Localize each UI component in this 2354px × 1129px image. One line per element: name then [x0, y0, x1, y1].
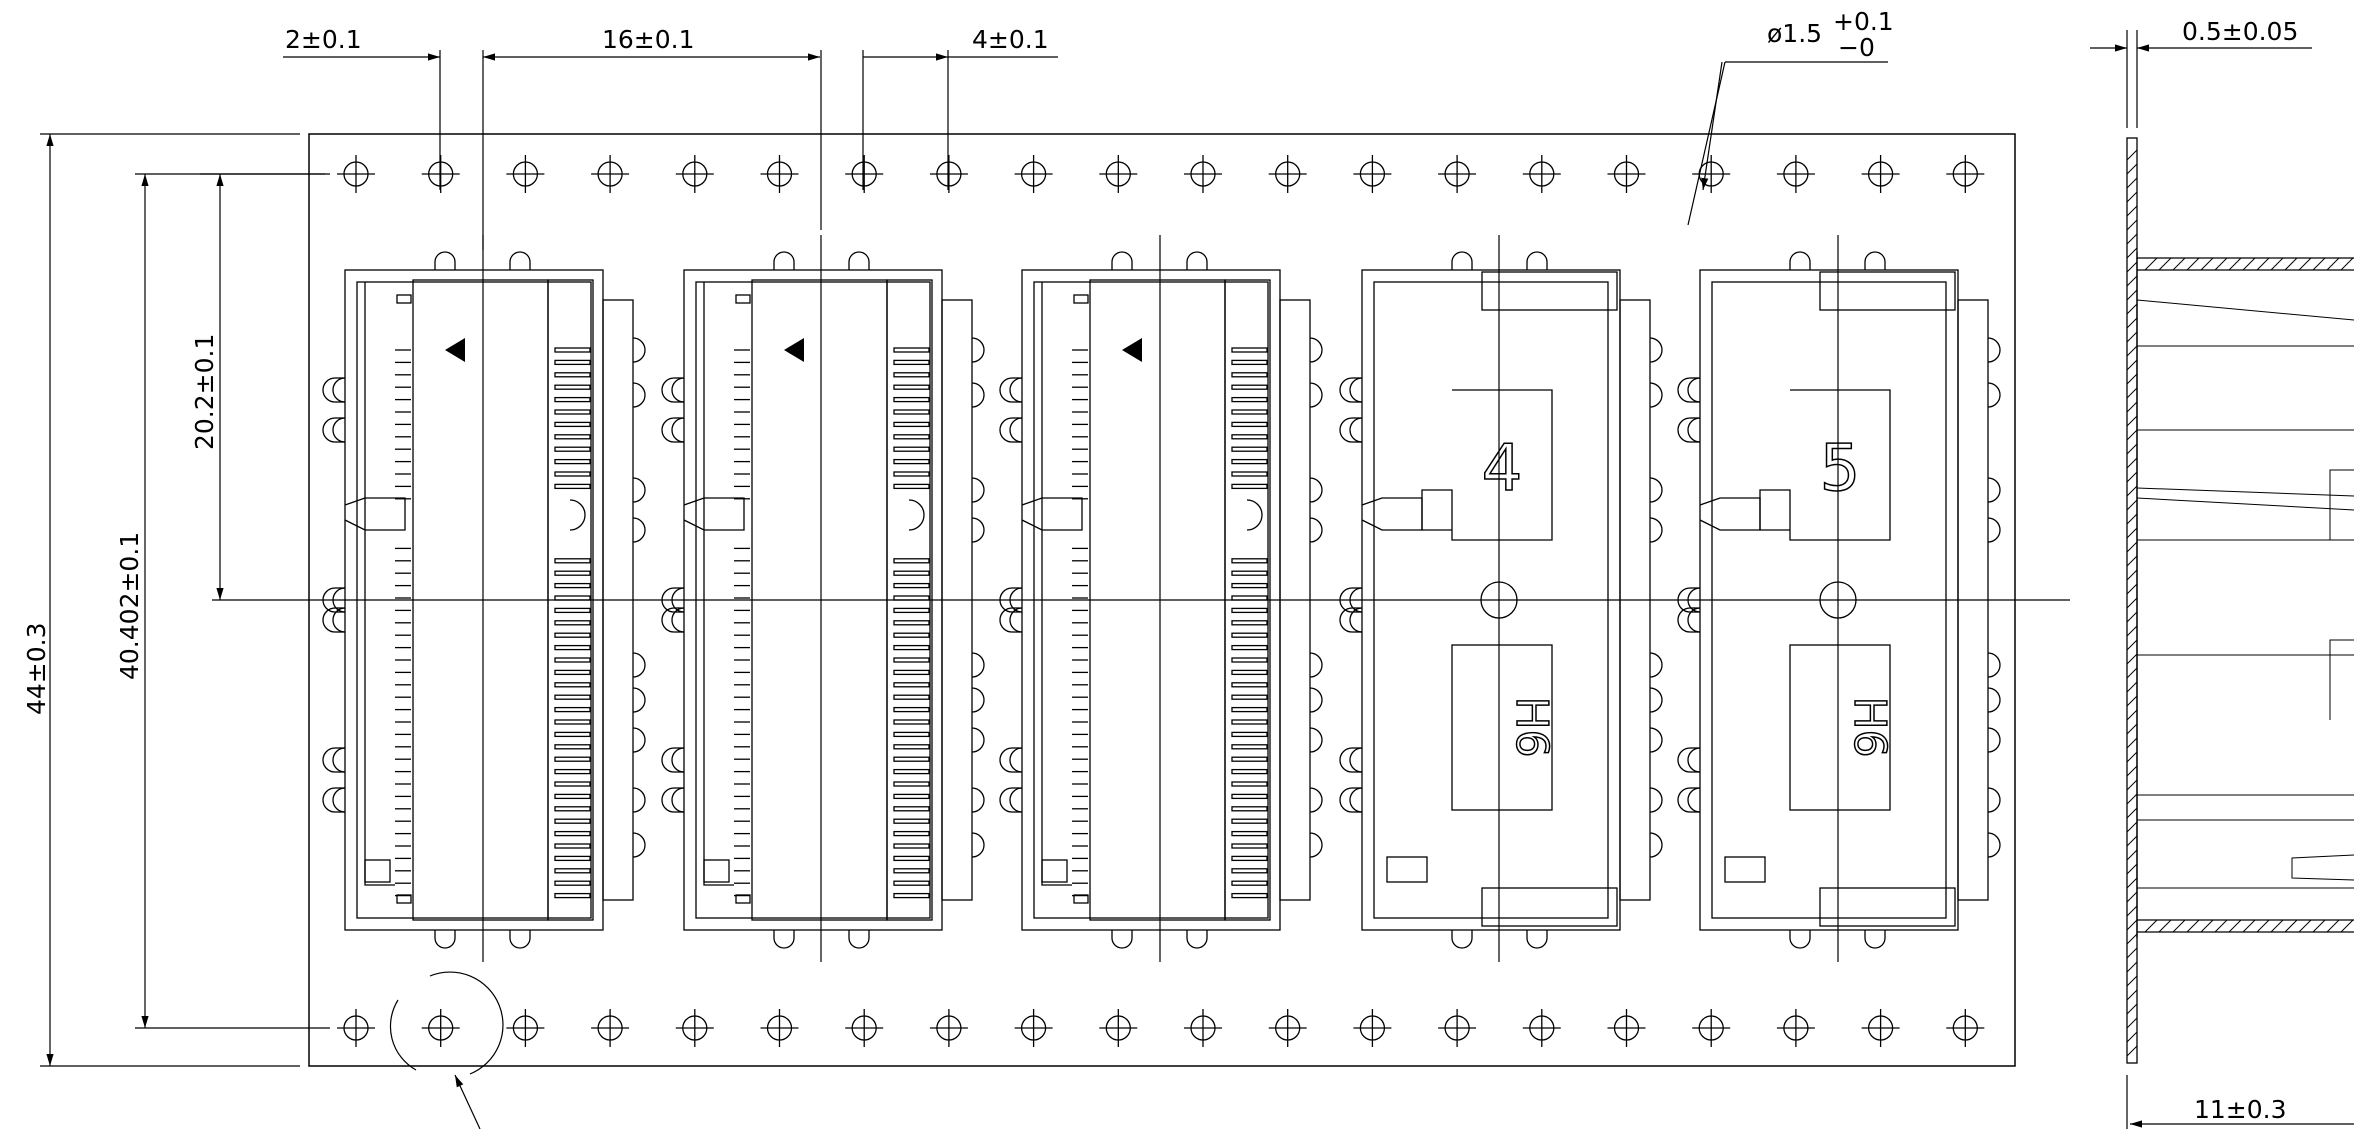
dimension-tape-width-text: 44±0.3 [22, 622, 51, 715]
sprocket-hole [845, 155, 884, 193]
sprocket-hole [421, 155, 460, 193]
sprocket-hole [591, 1009, 630, 1047]
sprocket-hole [845, 1009, 884, 1047]
sprocket-holes-bottom [337, 1009, 1985, 1047]
sprocket-hole [591, 155, 630, 193]
pocket-number: 4 [1482, 432, 1523, 506]
sprocket-hole [337, 1009, 375, 1047]
sprocket-holes-top [337, 155, 1985, 193]
dimension-hole-row-distance: 40.402±0.1 [115, 173, 330, 1029]
dimension-depth-text: 11±0.3 [2194, 1095, 2287, 1124]
sprocket-hole [506, 155, 545, 193]
sprocket-hole [760, 1009, 799, 1047]
sprocket-hole [1522, 1009, 1561, 1047]
sprocket-hole [1776, 155, 1815, 193]
dimension-centerline-offset: 20.2±0.1 [190, 173, 325, 601]
sprocket-hole [421, 1009, 460, 1047]
dimension-hole-diameter-tol-lower: −0 [1838, 33, 1875, 62]
dimension-hole-row-distance-text: 40.402±0.1 [115, 532, 144, 680]
sprocket-hole [1184, 1009, 1222, 1047]
sprocket-hole [1522, 155, 1561, 193]
dimension-centerline-offset-text: 20.2±0.1 [190, 334, 219, 450]
sprocket-hole [1946, 1009, 1985, 1047]
sprocket-hole [1353, 155, 1392, 193]
sprocket-hole [1184, 155, 1222, 193]
side-view: 0.5±0.05 11±0.3 [2090, 17, 2354, 1129]
sprocket-hole [675, 155, 714, 193]
pocket-connector [999, 235, 1323, 962]
sprocket-hole [1438, 155, 1477, 193]
dimension-hole-offset: 2±0.1 [283, 25, 820, 250]
dimension-hole-diameter-base: ø1.5 [1767, 19, 1822, 48]
dimension-pitch-small-text: 4±0.1 [972, 25, 1049, 54]
sprocket-hole [1946, 155, 1985, 193]
sprocket-hole [1353, 1009, 1392, 1047]
pin1-marker [784, 338, 804, 362]
sprocket-hole [1438, 1009, 1477, 1047]
pin1-marker [445, 338, 465, 362]
pocket-empty: 4H6 [1339, 235, 1663, 962]
sprocket-hole [1268, 155, 1307, 193]
sprocket-hole [1692, 155, 1731, 193]
dimension-tape-width: 44±0.3 [22, 133, 300, 1067]
pocket-empty: 5H6 [1677, 235, 2001, 962]
pocket-label: H6 [1506, 696, 1557, 757]
sprocket-hole [337, 155, 375, 193]
sprocket-hole [1014, 1009, 1053, 1047]
detail-callout [389, 971, 504, 1129]
pocket-number: 5 [1820, 432, 1861, 506]
sprocket-hole [1014, 155, 1053, 193]
dimension-hole-diameter-tol-upper: +0.1 [1833, 7, 1894, 36]
pocket-label: H6 [1844, 696, 1895, 757]
sprocket-hole [1692, 1009, 1731, 1047]
sprocket-hole [1607, 155, 1646, 193]
pin1-marker [1122, 338, 1142, 362]
sprocket-hole [760, 155, 799, 193]
dimension-hole-offset-text: 2±0.1 [285, 25, 362, 54]
sprocket-hole [1776, 1009, 1815, 1047]
pocket-connector [661, 235, 985, 962]
sprocket-hole [929, 155, 968, 193]
sprocket-hole [1861, 155, 1900, 193]
sprocket-hole [506, 1009, 545, 1047]
sprocket-hole [929, 1009, 968, 1047]
dimension-hole-diameter: ø1.5 +0.1 −0 [1687, 7, 1894, 226]
sprocket-hole [675, 1009, 714, 1047]
sprocket-hole [1268, 1009, 1307, 1047]
sprocket-hole [1099, 1009, 1138, 1047]
dimension-pitch-large: 16±0.1 [602, 25, 822, 230]
dimension-pitch-large-text: 16±0.1 [602, 25, 695, 54]
pocket-connector [322, 235, 646, 962]
sprocket-hole [1607, 1009, 1646, 1047]
sprocket-hole [1861, 1009, 1900, 1047]
dimension-thickness-text: 0.5±0.05 [2182, 17, 2298, 46]
sprocket-hole [1099, 155, 1138, 193]
dimension-pitch-small: 4±0.1 [862, 25, 1058, 190]
